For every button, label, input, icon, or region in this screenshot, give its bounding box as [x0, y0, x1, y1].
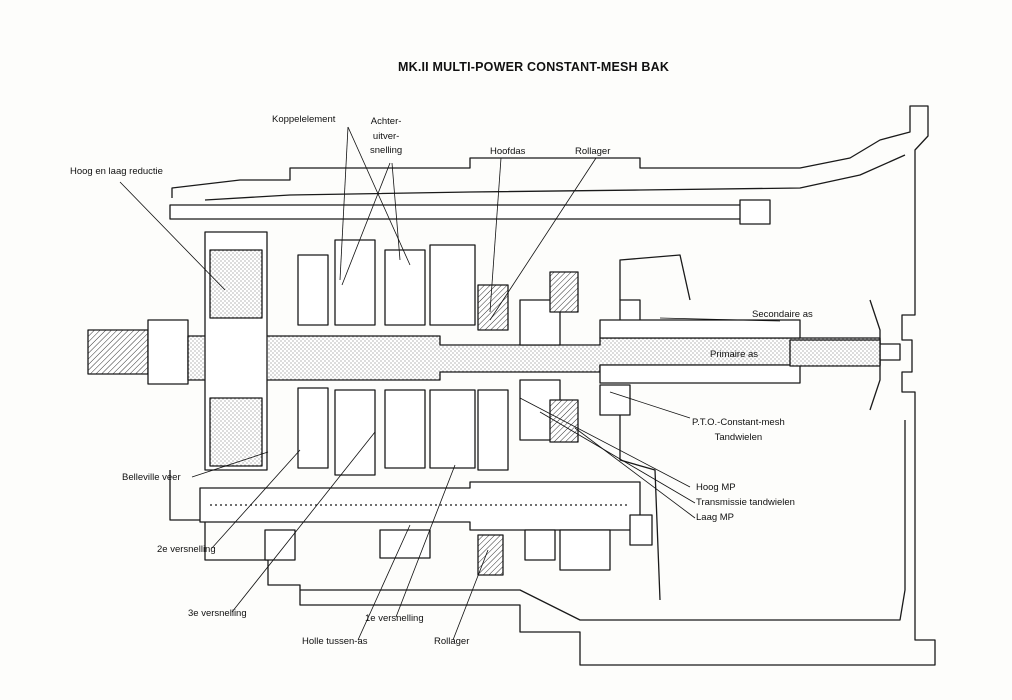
input-flange	[147, 319, 189, 385]
housing-inner-bottom	[300, 420, 906, 621]
primary-shaft-lower-sleeve	[599, 364, 801, 384]
label-transmissie-tandwielen: Transmissie tandwielen	[696, 497, 795, 508]
housing-outline	[169, 105, 936, 666]
label-rollager-top: Rollager	[575, 146, 611, 157]
shift-rail-end	[739, 199, 771, 225]
housing-flange-right	[619, 254, 691, 301]
output-shaft-end	[879, 343, 901, 361]
label-pto-line1: P.T.O.-Constant-mesh	[692, 417, 785, 428]
label-achter-line3: snelling	[370, 145, 403, 156]
label-belleville-veer: Belleville veer	[122, 472, 181, 483]
pto-gear	[599, 384, 631, 416]
reduction-upper-dots	[209, 249, 263, 319]
label-koppelelement: Koppelelement	[272, 114, 336, 125]
countershaft	[199, 481, 641, 531]
label-secondaire-as: Secondaire as	[752, 309, 813, 320]
gear-lower-2	[334, 389, 376, 476]
label-achter-line2: uitver-	[372, 130, 400, 142]
gear-upper-5	[477, 284, 509, 331]
countershaft-bearing-right	[629, 514, 653, 546]
gear-upper-3	[384, 249, 426, 326]
label-rollager-bottom: Rollager	[434, 636, 470, 647]
countershaft-gear-3	[524, 529, 556, 561]
countershaft-bearing	[477, 534, 504, 576]
gear-upper-1	[297, 254, 329, 326]
reduction-lower-dots	[209, 397, 263, 467]
label-pto-line2: Tandwielen	[714, 431, 763, 443]
label-hoog-mp: Hoog MP	[696, 482, 736, 493]
clutch-upper	[549, 271, 579, 313]
gear-upper-6	[519, 299, 561, 346]
label-2e-versnelling: 2e versnelling	[157, 544, 216, 555]
housing-inner-top	[204, 154, 906, 201]
gear-lower-3	[384, 389, 426, 469]
primary-shaft-dots	[789, 339, 881, 367]
countershaft-gear-2	[379, 529, 431, 559]
primary-shaft-sleeve	[599, 319, 801, 339]
label-holle-tussen-as: Holle tussen-as	[302, 636, 368, 647]
shift-rail	[169, 204, 761, 220]
diagram-title: MK.II MULTI-POWER CONSTANT-MESH BAK	[398, 60, 670, 74]
countershaft-gear-1	[264, 529, 296, 561]
label-achteruitversnelling: Achter- uitver- snelling	[370, 115, 402, 159]
label-primaire-as: Primaire as	[710, 349, 759, 360]
label-3e-versnelling: 3e versnelling	[188, 608, 247, 619]
gear-upper-4	[429, 244, 476, 326]
label-hoog-en-laag-reductie: Hoog en laag reductie	[70, 166, 163, 177]
gear-lower-5	[477, 389, 509, 471]
gear-lower-1	[297, 387, 329, 469]
gear-lower-4	[429, 389, 476, 469]
label-1e-versnelling: 1e versnelling	[365, 613, 424, 624]
label-laag-mp: Laag MP	[696, 512, 735, 523]
label-hoofdas: Hoofdas	[490, 146, 526, 157]
input-spline	[87, 329, 149, 375]
gear-upper-2	[334, 239, 376, 326]
leader-lines	[119, 126, 781, 641]
countershaft-end	[559, 529, 611, 571]
label-achter-line1: Achter-	[370, 116, 402, 127]
housing-flange-right-lower	[619, 410, 661, 601]
label-pto: P.T.O.-Constant-mesh Tandwielen	[692, 416, 785, 445]
